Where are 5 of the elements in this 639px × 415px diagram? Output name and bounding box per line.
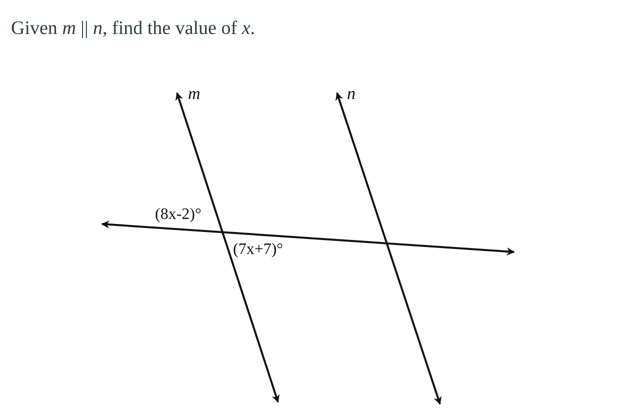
line-label: m — [188, 85, 200, 102]
line-label: n — [347, 85, 356, 102]
angle-label: (7x+7)° — [233, 242, 284, 258]
angle-label: (8x-2)° — [155, 207, 202, 223]
title: Given m || n, find the value of x. — [11, 18, 256, 40]
